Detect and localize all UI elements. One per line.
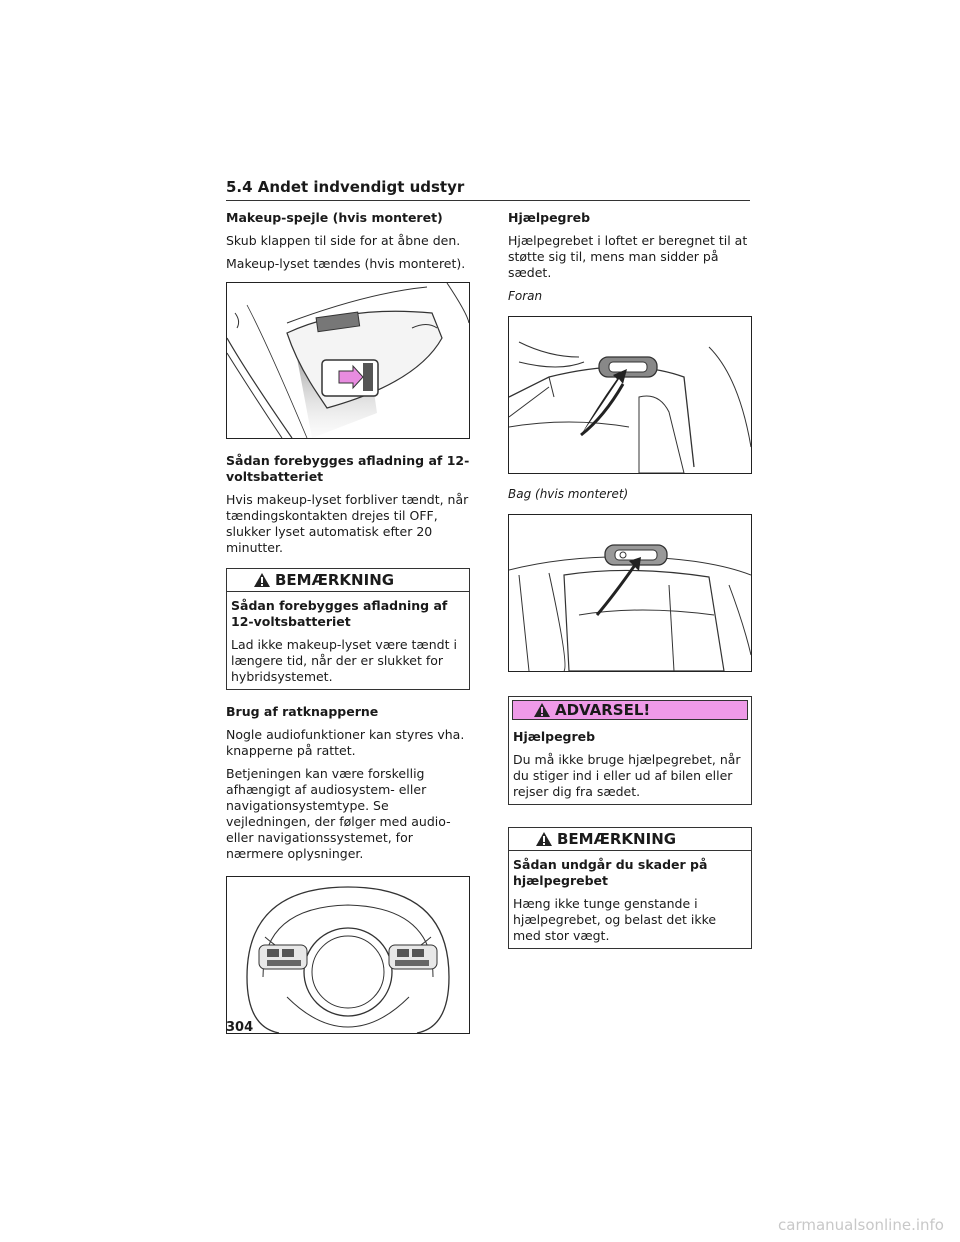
steering-heading: Brug af ratknapperne [226,704,379,719]
notice-heading: Sådan forebygges afladning af 12-voltsba… [231,598,448,629]
rear-grip-illustration [508,514,752,672]
notice-header: BEMÆRKNING [227,569,469,592]
watermark: carmanualsonline.info [778,1216,944,1234]
notice-text: Lad ikke makeup-lyset være tændt i længe… [231,637,457,684]
warning-triangle-icon [254,573,270,587]
right-column: Hjælpegreb Hjælpegrebet i loftet er bere… [508,210,752,949]
steering-wheel-illustration [226,876,470,1034]
section-header: 5.4 Andet indvendigt udstyr [226,178,750,201]
notice-heading: Sådan undgår du skader på hjælpegrebet [513,857,708,888]
notice-title: BEMÆRKNING [275,571,395,589]
notice-text: Hæng ikke tunge genstande i hjælpegrebet… [513,896,717,943]
battery-paragraph: Hvis makeup-lyset forbliver tændt, når t… [226,492,469,555]
warning-heading: Hjælpegreb [513,729,596,744]
left-column: Makeup-spejle (hvis monteret) Skub klapp… [226,210,470,1034]
notice-box-battery: BEMÆRKNING Sådan forebygges afladning af… [226,568,470,690]
notice-box-grip: BEMÆRKNING Sådan undgår du skader på hjæ… [508,827,752,949]
front-grip-illustration [508,316,752,474]
caption-front: Foran [508,289,543,303]
vanity-mirror-illustration [226,282,470,439]
warning-triangle-icon [536,832,552,846]
caption-rear: Bag (hvis monteret) [508,487,629,501]
battery-heading: Sådan forebygges afladning af 12-voltsba… [226,453,470,484]
warning-header: ADVARSEL! [512,700,748,720]
warning-triangle-icon [534,703,550,717]
notice-title: BEMÆRKNING [557,830,677,848]
warning-text: Du må ikke bruge hjælpegrebet, når du st… [513,752,741,799]
warning-box: ADVARSEL! Hjælpegreb Du må ikke bruge hj… [508,696,752,805]
notice-header: BEMÆRKNING [509,828,751,851]
steering-paragraph-1: Nogle audiofunktioner kan styres vha. kn… [226,727,465,758]
grip-paragraph: Hjælpegrebet i loftet er beregnet til at… [508,233,748,280]
mirror-paragraph-2: Makeup-lyset tændes (hvis monteret). [226,256,466,271]
steering-paragraph-2: Betjeningen kan være forskellig afhængig… [226,766,451,861]
mirror-heading: Makeup-spejle (hvis monteret) [226,210,443,225]
warning-title: ADVARSEL! [555,701,651,719]
grip-heading: Hjælpegreb [508,210,591,225]
page-number: 304 [226,1020,254,1035]
mirror-paragraph-1: Skub klappen til side for at åbne den. [226,233,461,248]
